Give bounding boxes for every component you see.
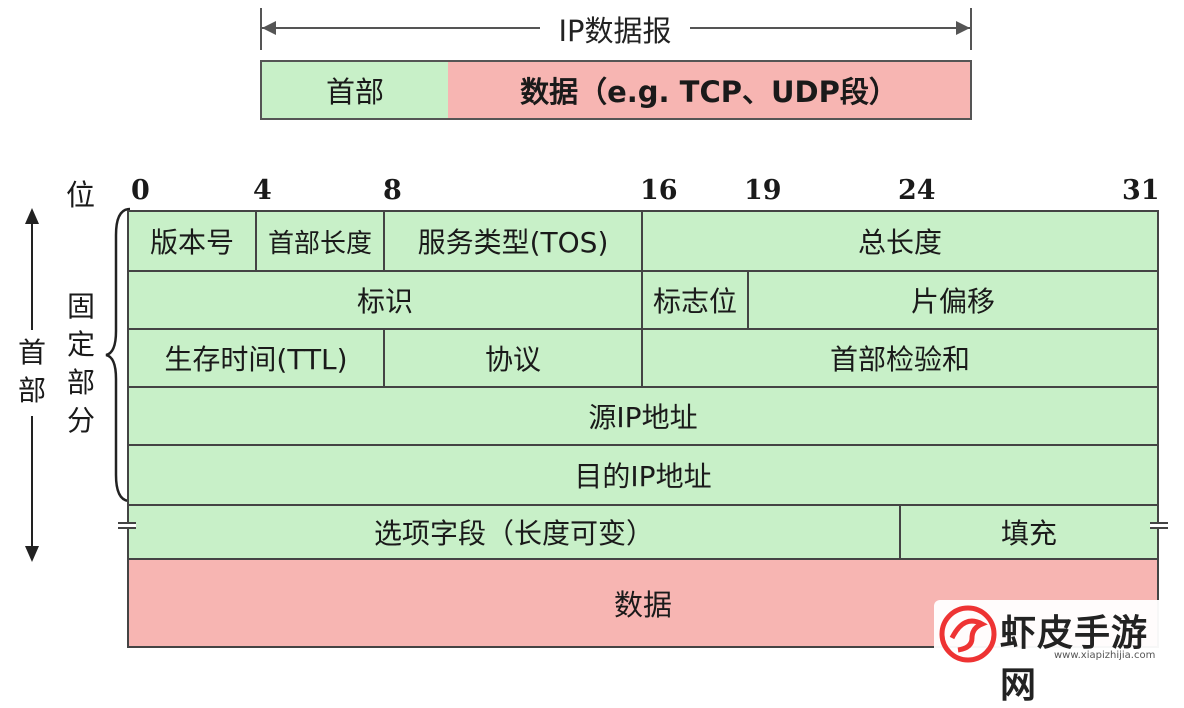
bit-tick-4: 4 [253, 175, 272, 206]
field-ttl: 生存时间(TTL) [127, 328, 383, 386]
bit-label: 位 [66, 178, 96, 212]
field-version: 版本号 [127, 210, 255, 270]
datagram-data-box: 数据（e.g. TCP、UDP段） [448, 60, 972, 120]
field-fragment-offset: 片偏移 [747, 270, 1157, 328]
datagram-header-box: 首部 [260, 60, 450, 120]
field-source-ip: 源IP地址 [127, 386, 1157, 444]
field-tos: 服务类型(TOS) [383, 210, 641, 270]
field-header-length: 首部长度 [255, 210, 383, 270]
field-protocol: 协议 [383, 328, 641, 386]
watermark-badge: 虾皮手游网 www.xiapizhijia.com [934, 600, 1184, 706]
field-flags: 标志位 [641, 270, 747, 328]
bit-tick-24: 24 [898, 175, 936, 206]
field-total-length: 总长度 [641, 210, 1157, 270]
fixed-part-label: 固 定 部 分 [66, 290, 95, 437]
header-side-label: 首 部 [17, 336, 46, 407]
bit-tick-8: 8 [383, 175, 402, 206]
watermark-url: www.xiapizhijia.com [1054, 650, 1156, 661]
field-destination-ip: 目的IP地址 [127, 444, 1157, 504]
shrimp-logo-icon [939, 605, 997, 663]
datagram-title: IP数据报 [558, 14, 672, 48]
bit-tick-19: 19 [744, 175, 782, 206]
bit-tick-0: 0 [131, 175, 150, 206]
field-header-checksum: 首部检验和 [641, 328, 1157, 386]
bit-tick-31: 31 [1122, 175, 1160, 206]
field-padding: 填充 [899, 504, 1157, 558]
ip-header-table: 版本号 首部长度 服务类型(TOS) 总长度 标识 标志位 片偏移 生存时间(T… [127, 210, 1159, 560]
fixed-part-brace [105, 207, 131, 503]
field-options: 选项字段（长度可变） [127, 504, 899, 558]
field-identification: 标识 [127, 270, 641, 328]
bit-tick-16: 16 [640, 175, 678, 206]
